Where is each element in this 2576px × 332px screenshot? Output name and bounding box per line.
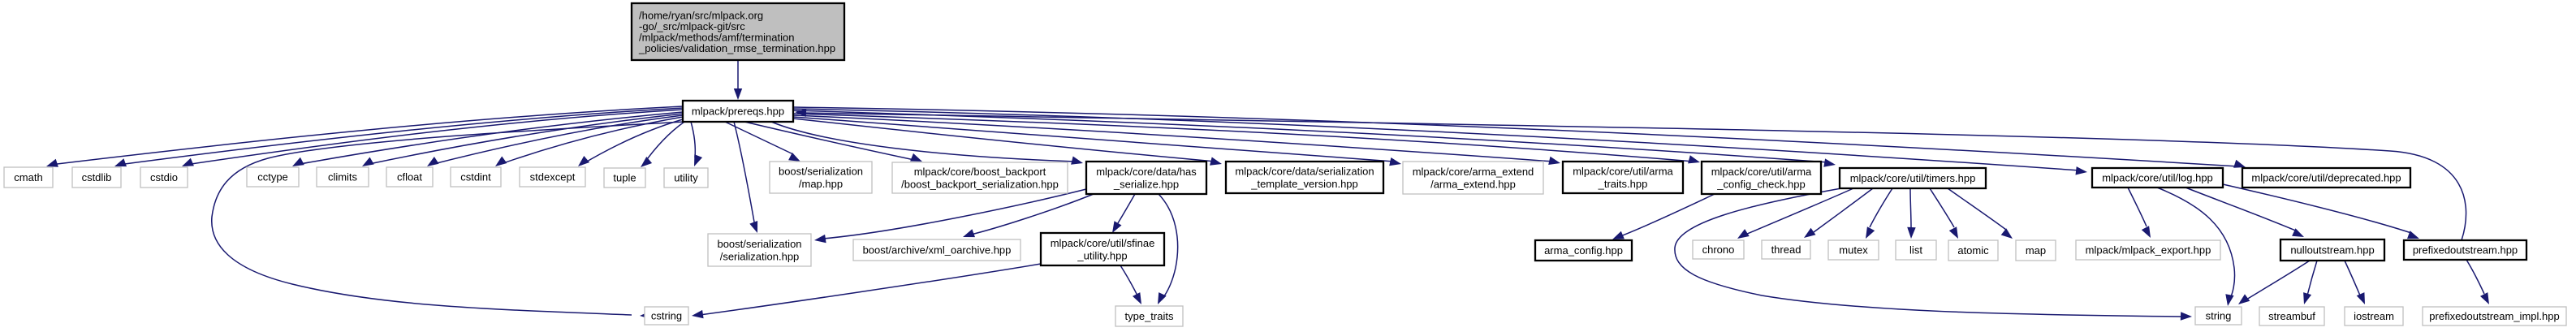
- svg-text:mlpack/prereqs.hpp: mlpack/prereqs.hpp: [692, 106, 784, 118]
- svg-text:boost/serialization: boost/serialization: [779, 165, 863, 177]
- svg-text:mlpack/core/boost_backport: mlpack/core/boost_backport: [914, 166, 1046, 178]
- svg-text:mlpack/core/data/serialization: mlpack/core/data/serialization: [1235, 165, 1374, 177]
- svg-text:cstdio: cstdio: [150, 171, 178, 183]
- svg-text:cfloat: cfloat: [397, 171, 422, 183]
- svg-text:cstdlib: cstdlib: [82, 171, 112, 183]
- svg-text:mlpack/core/util/arma: mlpack/core/util/arma: [1573, 165, 1673, 177]
- svg-text:-go/_src/mlpack-git/src: -go/_src/mlpack-git/src: [639, 20, 745, 32]
- svg-text:atomic: atomic: [1957, 244, 1989, 257]
- svg-text:mlpack/core/data/has: mlpack/core/data/has: [1096, 166, 1197, 178]
- svg-text:streambuf: streambuf: [2268, 310, 2315, 322]
- svg-text:/boost_backport_serialization.: /boost_backport_serialization.hpp: [901, 179, 1059, 191]
- svg-text:_config_check.hpp: _config_check.hpp: [1716, 179, 1805, 191]
- svg-text:nulloutstream.hpp: nulloutstream.hpp: [2290, 244, 2374, 257]
- svg-text:mutex: mutex: [1839, 244, 1868, 257]
- svg-text:type_traits: type_traits: [1125, 310, 1174, 322]
- svg-text:string: string: [2206, 310, 2232, 322]
- svg-text:thread: thread: [1771, 244, 1801, 256]
- svg-text:/mlpack/methods/amf/terminatio: /mlpack/methods/amf/termination: [639, 31, 794, 43]
- svg-text:_traits.hpp: _traits.hpp: [1598, 178, 1648, 190]
- svg-text:/arma_extend.hpp: /arma_extend.hpp: [1430, 179, 1516, 191]
- svg-text:/serialization.hpp: /serialization.hpp: [720, 251, 800, 263]
- svg-text:climits: climits: [328, 171, 358, 183]
- svg-text:list: list: [1909, 244, 1922, 257]
- svg-text:mlpack/core/util/deprecated.hp: mlpack/core/util/deprecated.hpp: [2251, 172, 2401, 184]
- svg-text:cmath: cmath: [14, 171, 42, 183]
- svg-text:cstring: cstring: [651, 310, 682, 322]
- svg-text:map: map: [2026, 244, 2046, 257]
- svg-text:mlpack/core/util/log.hpp: mlpack/core/util/log.hpp: [2102, 172, 2213, 184]
- svg-text:iostream: iostream: [2354, 310, 2394, 322]
- svg-text:_utility.hpp: _utility.hpp: [1077, 250, 1127, 262]
- svg-text:cstdint: cstdint: [460, 171, 491, 183]
- svg-text:mlpack/core/util/sfinae: mlpack/core/util/sfinae: [1051, 237, 1155, 249]
- svg-text:chrono: chrono: [1702, 244, 1735, 256]
- svg-text:_policies/validation_rmse_term: _policies/validation_rmse_termination.hp…: [638, 42, 835, 54]
- svg-text:boost/archive/xml_oarchive.hpp: boost/archive/xml_oarchive.hpp: [863, 244, 1012, 257]
- svg-text:stdexcept: stdexcept: [530, 171, 576, 183]
- svg-text:arma_config.hpp: arma_config.hpp: [1544, 244, 1623, 257]
- svg-text:cctype: cctype: [257, 171, 288, 183]
- svg-text:/map.hpp: /map.hpp: [799, 178, 843, 190]
- svg-text:mlpack/core/util/arma: mlpack/core/util/arma: [1711, 166, 1812, 178]
- svg-text:prefixedoutstream.hpp: prefixedoutstream.hpp: [2413, 244, 2518, 257]
- svg-text:utility: utility: [674, 172, 698, 184]
- svg-text:_serialize.hpp: _serialize.hpp: [1113, 179, 1179, 191]
- svg-text:prefixedoutstream_impl.hpp: prefixedoutstream_impl.hpp: [2429, 310, 2559, 322]
- svg-text:_template_version.hpp: _template_version.hpp: [1250, 178, 1358, 190]
- svg-text:tuple: tuple: [613, 172, 636, 184]
- svg-text:/home/ryan/src/mlpack.org: /home/ryan/src/mlpack.org: [639, 9, 763, 21]
- svg-text:mlpack/mlpack_export.hpp: mlpack/mlpack_export.hpp: [2086, 244, 2211, 257]
- svg-text:mlpack/core/arma_extend: mlpack/core/arma_extend: [1413, 166, 1534, 178]
- svg-text:mlpack/core/util/timers.hpp: mlpack/core/util/timers.hpp: [1850, 172, 1976, 184]
- svg-text:boost/serialization: boost/serialization: [717, 238, 801, 250]
